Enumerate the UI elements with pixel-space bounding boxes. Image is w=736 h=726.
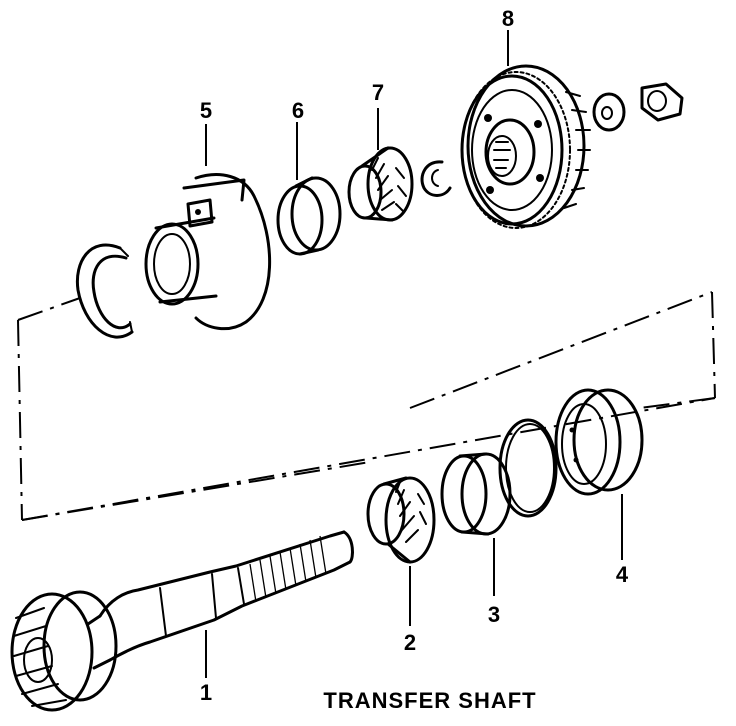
bearing-race-part-6 <box>276 176 342 256</box>
callout-8: 8 <box>502 6 514 31</box>
callout-5: 5 <box>200 98 212 123</box>
retainer-housing-part-5 <box>144 173 272 331</box>
bearing-cup-part-3 <box>440 452 512 536</box>
tapered-bearing-part-2 <box>366 476 436 564</box>
retainer-ring-part-4 <box>554 388 644 496</box>
callout-6: 6 <box>292 98 304 123</box>
callout-7: 7 <box>372 80 384 105</box>
callout-1: 1 <box>200 680 212 705</box>
nut <box>640 82 684 122</box>
transfer-shaft-part-1 <box>10 530 354 712</box>
callout-4: 4 <box>616 562 629 587</box>
assembly-boundary <box>17 291 716 521</box>
tapered-bearing-part-7 <box>347 146 414 222</box>
snap-ring-small <box>420 160 452 197</box>
callout-2: 2 <box>404 630 416 655</box>
callout-numbers: 1 2 3 4 5 6 7 8 <box>200 6 629 705</box>
leader-lines <box>205 30 623 678</box>
washer <box>592 92 626 132</box>
snap-ring-large <box>75 243 134 339</box>
o-ring <box>498 418 558 518</box>
driven-gear-part-8 <box>460 64 591 229</box>
callout-3: 3 <box>488 602 500 627</box>
diagram-caption: TRANSFER SHAFT <box>323 688 536 713</box>
